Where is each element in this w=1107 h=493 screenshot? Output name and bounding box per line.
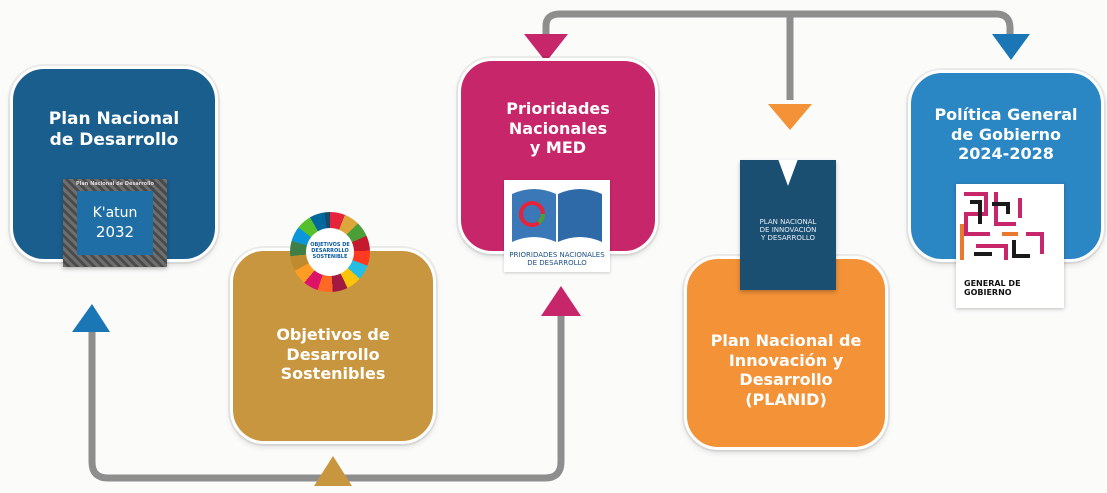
triangle-up-icon <box>541 286 581 316</box>
katun-cover-line2: 2032 <box>95 223 135 241</box>
katun-cover-line1: K'atun <box>92 205 138 221</box>
politica-title: Política General de Gobierno 2024-2028 <box>934 105 1078 164</box>
plan-nacional-card: Plan Nacional de Desarrollo Plan Naciona… <box>10 66 218 267</box>
triangle-down-icon <box>768 104 812 130</box>
open-book-icon <box>512 189 602 242</box>
maze-pattern-icon <box>960 192 1044 260</box>
planid-cover-text: PLAN NACIONAL DE INNOVACIÓN Y DESARROLLO <box>759 218 817 243</box>
prioridades-logo-text: PRIORIDADES NACIONALES DE DESARROLLO <box>509 251 605 267</box>
planid-title: Plan Nacional de Innovación y Desarrollo… <box>710 331 862 409</box>
triangle-up-icon <box>72 304 110 332</box>
top-connector <box>542 10 1014 42</box>
triangle-down-icon <box>992 34 1030 60</box>
ods-wheel-logo: OBJETIVOS DE DESARROLLO SOSTENIBLE <box>290 212 370 292</box>
politica-cover-image: GENERAL DE GOBIERNO <box>956 184 1064 308</box>
triangle-down-icon <box>524 34 568 62</box>
ods-title: Objetivos de Desarrollo Sostenibles <box>276 325 390 384</box>
ods-logo-text: OBJETIVOS DE DESARROLLO SOSTENIBLE <box>310 242 350 260</box>
katun-cover-image: Plan Nacional de Desarrollo K'atun 2032 <box>63 179 167 267</box>
prioridades-book-image: PRIORIDADES NACIONALES DE DESARROLLO <box>504 180 610 272</box>
katun-cover-top: Plan Nacional de Desarrollo <box>76 181 154 187</box>
planid-cover-image: PLAN NACIONAL DE INNOVACIÓN Y DESARROLLO <box>740 160 836 290</box>
prioridades-title: Prioridades Nacionales y MED <box>506 99 610 158</box>
plan-nacional-title: Plan Nacional de Desarrollo <box>48 109 180 150</box>
politica-cover-text: GENERAL DE GOBIERNO <box>964 279 1021 297</box>
triangle-up-icon <box>314 456 352 486</box>
